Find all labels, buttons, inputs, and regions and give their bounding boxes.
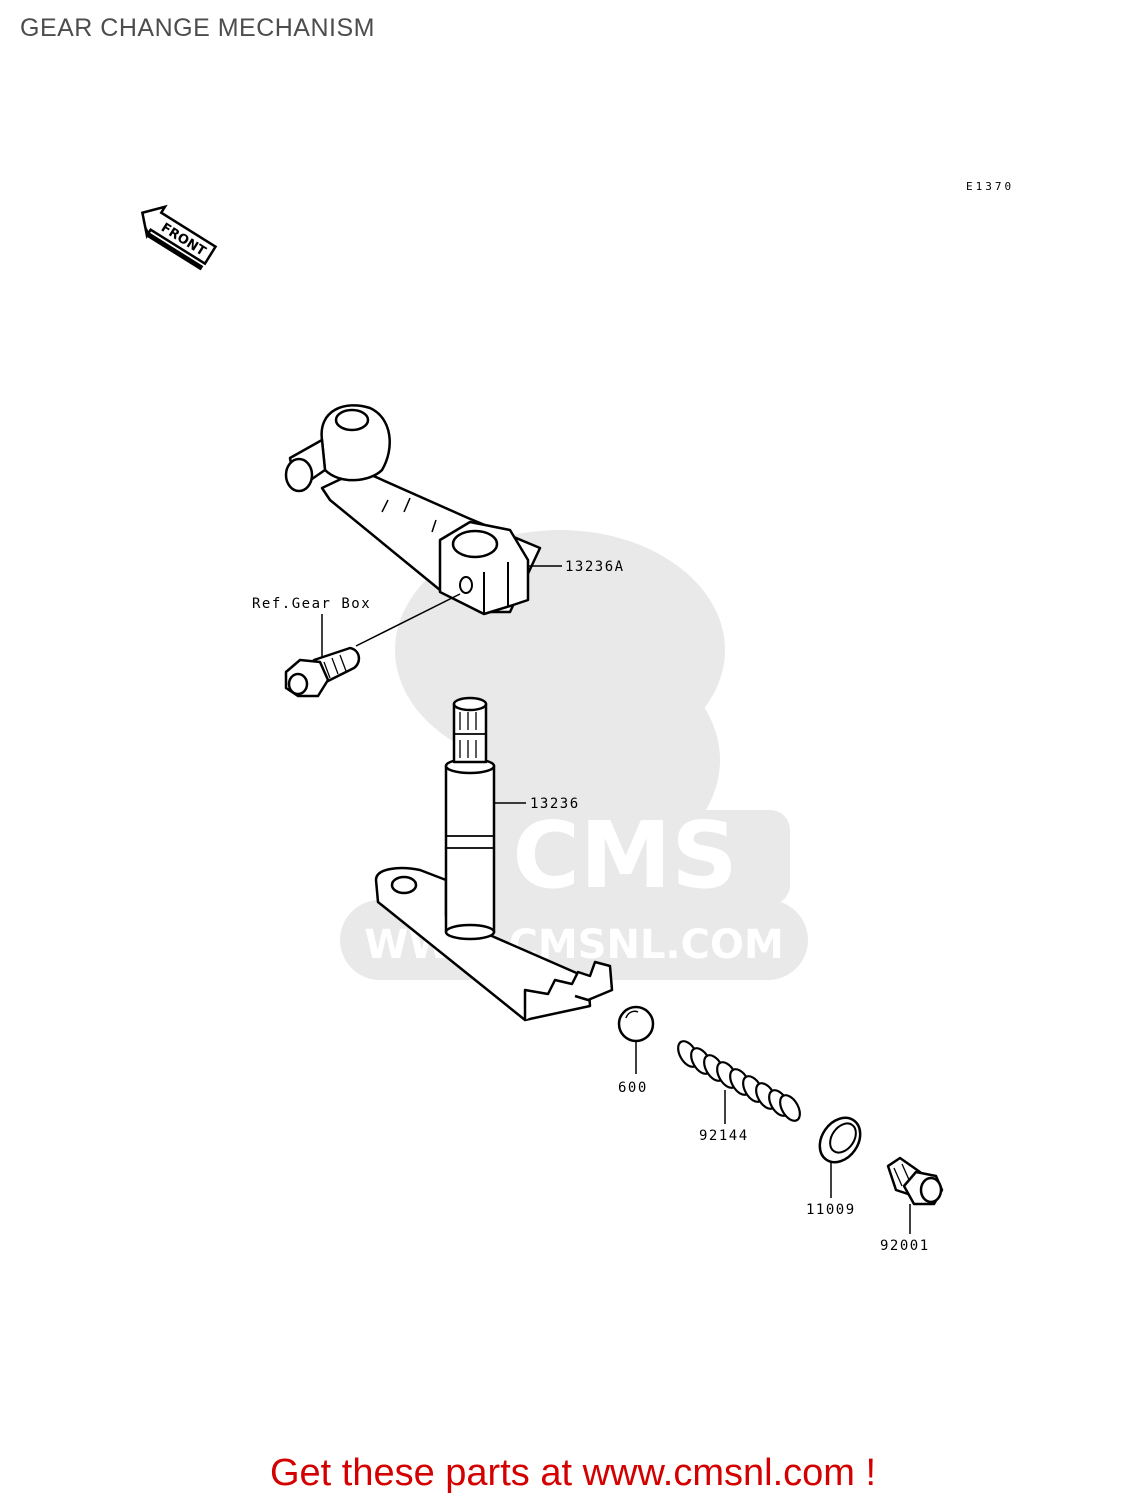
ref-gear-box-label: Ref.Gear Box <box>252 596 371 612</box>
ball-part <box>617 1005 655 1074</box>
watermark-logo: CMS <box>512 802 737 909</box>
gear-box-bolt-part <box>284 646 361 698</box>
get-parts-link[interactable]: Get these parts at www.cmsnl.com ! <box>269 1452 877 1494</box>
shift-shaft-part <box>374 696 614 1022</box>
part-number-92001[interactable]: 92001 <box>880 1238 930 1254</box>
figure-code: E1370 <box>966 180 1014 193</box>
part-number-13236[interactable]: 13236 <box>530 796 580 812</box>
part-number-600[interactable]: 600 <box>618 1080 648 1096</box>
part-number-11009[interactable]: 11009 <box>806 1202 856 1218</box>
page-title: GEAR CHANGE MECHANISM <box>20 14 375 42</box>
drain-bolt-part <box>886 1156 944 1206</box>
gasket-part <box>818 1116 862 1198</box>
part-number-13236A[interactable]: 13236A <box>565 559 625 575</box>
shift-lever-part <box>284 404 542 616</box>
front-arrow-icon: FRONT <box>140 204 218 271</box>
spring-part <box>677 1040 801 1122</box>
part-number-92144[interactable]: 92144 <box>699 1128 749 1144</box>
cmsnl-watermark: CMS WWW.CMSNL.COM <box>340 530 808 980</box>
